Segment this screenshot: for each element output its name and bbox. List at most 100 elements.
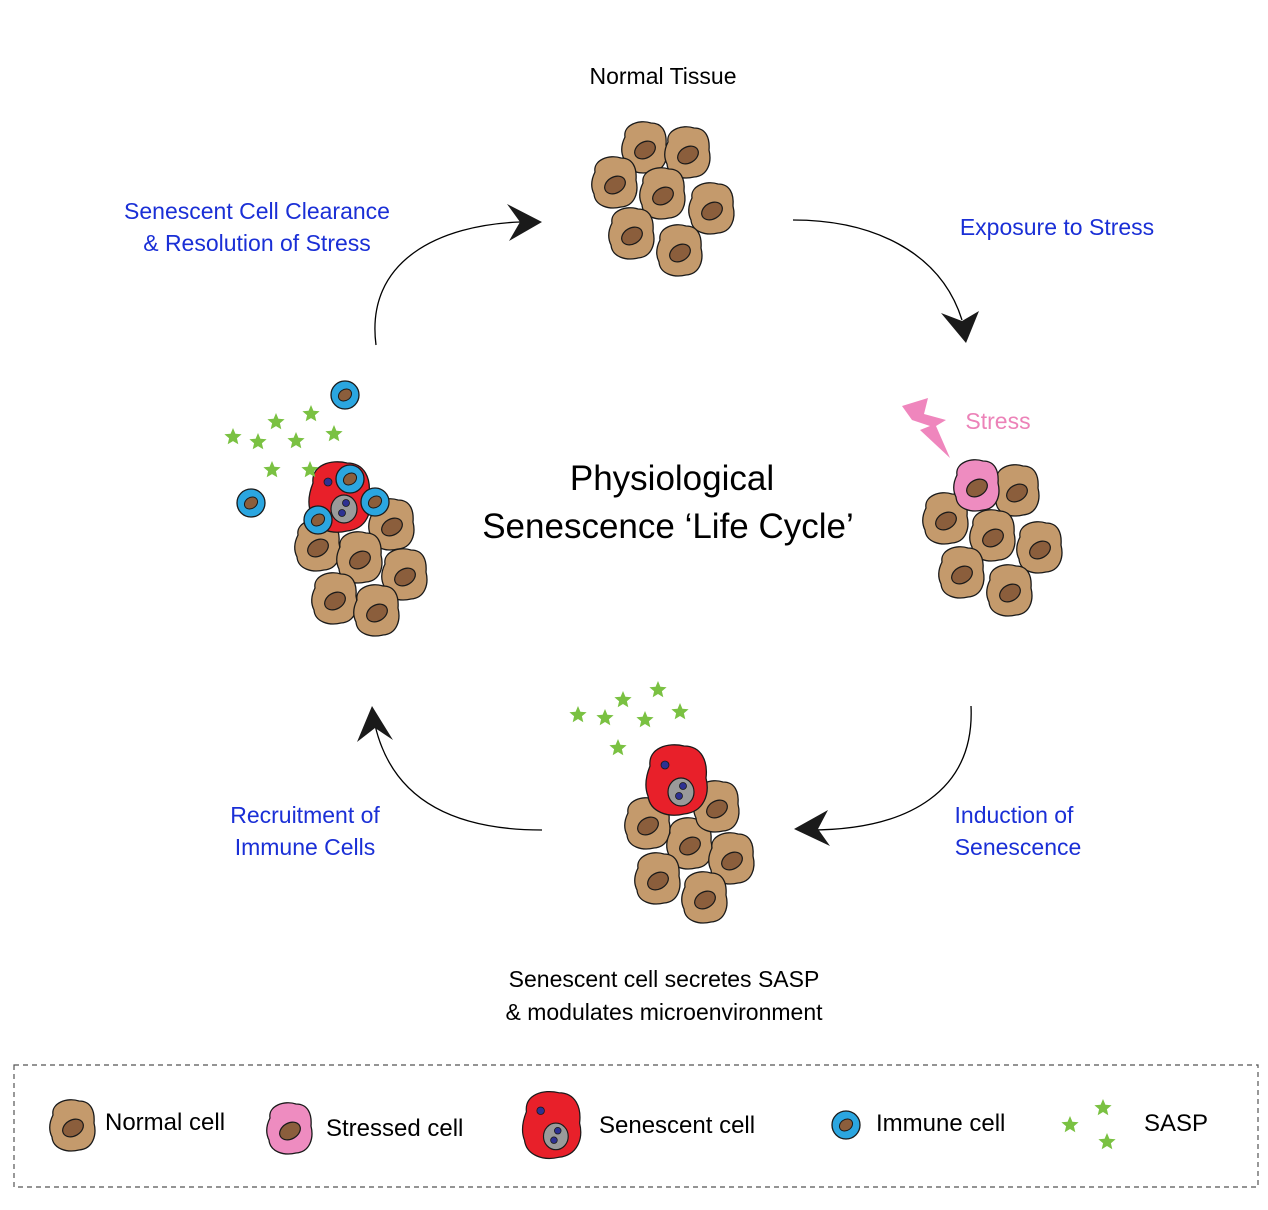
sasp-star	[649, 681, 667, 698]
stressed-tissue-cluster	[922, 459, 1063, 617]
stressed-cell	[953, 459, 1000, 512]
normal-cell	[693, 780, 740, 833]
immune-cell	[831, 1110, 861, 1140]
stressed-cell	[266, 1102, 313, 1155]
nucleus	[324, 591, 346, 611]
arrow-induction	[809, 705, 972, 831]
normal-cell	[49, 1099, 96, 1152]
sasp-star	[1061, 1116, 1079, 1133]
normal-cell	[938, 546, 985, 599]
sasp-stage-label-line2: & modulates microenvironment	[505, 999, 823, 1025]
legend-normal-label: Normal cell	[105, 1109, 225, 1136]
normal-tissue-label: Normal Tissue	[590, 63, 737, 89]
sasp-star	[614, 691, 632, 708]
clearance-label-line1: Senescent Cell Clearance	[124, 198, 390, 224]
legend-icons	[49, 1091, 1116, 1159]
sasp-star	[263, 461, 281, 478]
diagram-title-line2: Senescence ‘Life Cycle’	[482, 507, 854, 546]
diagram-title-line1: Physiological	[570, 459, 774, 498]
sasp-star	[224, 428, 242, 445]
nucleus	[706, 799, 728, 819]
sasp-star	[636, 711, 654, 728]
arrow-recruitment	[374, 724, 543, 831]
normal-cell	[656, 224, 703, 277]
sasp-star	[301, 461, 319, 478]
nucleus	[279, 1121, 301, 1141]
normal-cell	[368, 498, 415, 551]
normal-cell	[381, 548, 428, 601]
induction-label-line2: Senescence	[955, 834, 1082, 860]
lightning-icon	[902, 398, 950, 458]
immune-recruitment-cluster	[224, 380, 428, 637]
normal-cell	[922, 492, 969, 545]
sasp-star	[302, 405, 320, 422]
normal-cell	[1016, 521, 1063, 574]
normal-cell	[664, 126, 711, 179]
nucleus	[647, 871, 669, 891]
normal-cell	[969, 509, 1016, 562]
nucleus	[652, 186, 674, 206]
arrow-clearance	[374, 221, 521, 346]
sasp-star	[287, 432, 305, 449]
arrow-exposure	[792, 219, 963, 321]
nucleus	[604, 175, 626, 195]
legend-stressed-label: Stressed cell	[326, 1115, 463, 1142]
normal-cell	[634, 852, 681, 905]
nucleus	[935, 511, 957, 531]
nucleus	[982, 528, 1004, 548]
nucleus	[1029, 540, 1051, 560]
arrowhead-exposure	[941, 311, 979, 343]
senescent-tissue-cluster	[569, 681, 755, 924]
nucleus	[349, 550, 371, 570]
legend-immune-label: Immune cell	[876, 1110, 1005, 1137]
nucleus	[677, 145, 699, 165]
immune-cell	[360, 487, 390, 517]
normal-cell	[986, 564, 1033, 617]
nucleus	[62, 1118, 84, 1138]
recruitment-label-line1: Recruitment of	[230, 802, 380, 828]
sasp-star	[1098, 1133, 1116, 1150]
nucleus	[721, 851, 743, 871]
nucleus	[621, 226, 643, 246]
normal-cell	[608, 207, 655, 260]
arrowhead-induction	[794, 810, 830, 846]
legend-sasp-label: SASP	[1144, 1110, 1208, 1137]
normal-cell	[294, 519, 341, 572]
nucleus	[381, 517, 403, 537]
sasp-star	[671, 703, 689, 720]
clearance-label-line2: & Resolution of Stress	[143, 230, 371, 256]
sasp-star	[569, 706, 587, 723]
nucleus	[694, 890, 716, 910]
normal-cell	[353, 584, 400, 637]
sasp-star	[267, 413, 285, 430]
nucleus	[669, 243, 691, 263]
exposure-to-stress-label: Exposure to Stress	[960, 214, 1154, 240]
sasp-star	[249, 433, 267, 450]
normal-cell	[681, 871, 728, 924]
nucleus	[634, 140, 656, 160]
normal-cell	[624, 797, 671, 850]
sasp-star	[1094, 1099, 1112, 1116]
normal-cell	[591, 156, 638, 209]
normal-cell	[621, 121, 668, 174]
normal-cell	[639, 167, 686, 220]
nucleus	[679, 836, 701, 856]
sasp-stage-label-line1: Senescent cell secretes SASP	[509, 966, 820, 992]
immune-cell	[330, 380, 360, 410]
arrowhead-recruitment	[357, 706, 393, 742]
nucleus	[637, 816, 659, 836]
nucleus	[951, 565, 973, 585]
nucleus	[1006, 483, 1028, 503]
arrowhead-clearance	[507, 204, 542, 241]
immune-cell	[335, 464, 365, 494]
normal-cell	[688, 182, 735, 235]
senescent-cell	[645, 744, 708, 816]
normal-cell	[311, 572, 358, 625]
recruitment-label-line2: Immune Cells	[235, 834, 376, 860]
sasp-star	[609, 739, 627, 756]
nucleus	[999, 583, 1021, 603]
normal-cell	[708, 832, 755, 885]
nucleus	[701, 201, 723, 221]
stress-label: Stress	[965, 408, 1030, 434]
